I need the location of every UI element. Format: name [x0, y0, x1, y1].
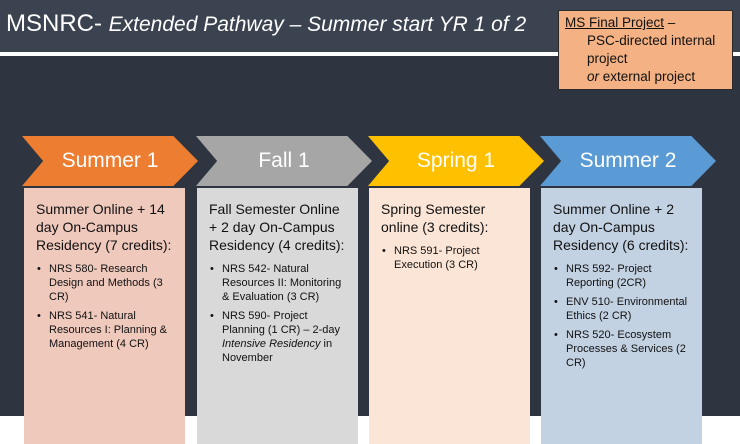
term-panel-summer-2: Summer Online + 2 day On-Campus Residenc…: [541, 188, 702, 444]
term-heading: Spring Semester online (3 credits):: [381, 201, 489, 235]
term-panel-spring-1: Spring Semester online (3 credits): NRS …: [369, 188, 530, 444]
term-label: Summer 2: [579, 149, 677, 172]
slide-title: MSNRC- Extended Pathway – Summer start Y…: [6, 10, 526, 38]
course-item: NRS 542- Natural Resources II: Monitorin…: [210, 262, 348, 304]
slide-title-sub: Extended Pathway – Summer start YR 1 of …: [108, 13, 527, 36]
final-project-box: MS Final Project – PSC-directed internal…: [558, 10, 733, 90]
final-project-line: or external project: [565, 68, 732, 86]
course-list: NRS 542- Natural Resources II: Monitorin…: [209, 262, 348, 365]
course-text-after: in November: [222, 338, 333, 364]
diagram-area: Summer 1 Summer Online + 14 day On-Campu…: [0, 56, 740, 444]
final-project-title-suffix: –: [664, 15, 676, 30]
course-item: NRS 590- Project Planning (1 CR) – 2-day…: [210, 309, 348, 365]
term-arrow-summer-2: Summer 2: [540, 136, 716, 186]
term-panel-fall-1: Fall Semester Online + 2 day On-Campus R…: [197, 188, 358, 444]
final-project-line: project: [587, 51, 628, 66]
course-item: ENV 510- Environmental Ethics (2 CR): [554, 295, 692, 323]
term-arrow-fall-1: Fall 1: [196, 136, 372, 186]
term-arrow-summer-1: Summer 1: [22, 136, 198, 186]
final-project-line: PSC-directed internal: [587, 33, 716, 48]
course-item: NRS 580- Research Design and Methods (3 …: [37, 262, 175, 304]
term-label: Spring 1: [416, 149, 496, 172]
final-project-line-rest: external project: [599, 69, 696, 84]
final-project-title: MS Final Project: [565, 15, 665, 30]
final-project-or: or: [587, 69, 600, 84]
term-label: Summer 1: [61, 149, 159, 172]
course-item: NRS 591- Project Execution (3 CR): [382, 244, 520, 272]
course-emphasis: Intensive Residency: [222, 338, 321, 350]
course-list: NRS 592- Project Reporting (2CR) ENV 510…: [553, 262, 692, 370]
course-list: NRS 580- Research Design and Methods (3 …: [36, 262, 175, 351]
final-project-title-line: MS Final Project –: [565, 14, 732, 32]
term-label: Fall 1: [258, 149, 310, 172]
course-item: NRS 520- Ecosystem Processes & Services …: [554, 328, 692, 370]
term-heading: Fall Semester Online + 2 day On-Campus R…: [209, 201, 345, 253]
course-text: NRS 590- Project Planning (1 CR) – 2-day: [222, 310, 341, 336]
term-panel-summer-1: Summer Online + 14 day On-Campus Residen…: [24, 188, 185, 444]
term-arrow-spring-1: Spring 1: [368, 136, 544, 186]
course-item: NRS 592- Project Reporting (2CR): [554, 262, 692, 290]
slide-title-main: MSNRC-: [6, 10, 109, 37]
course-item: NRS 541- Natural Resources I: Planning &…: [37, 309, 175, 351]
term-heading: Summer Online + 14 day On-Campus Residen…: [36, 201, 172, 253]
course-list: NRS 591- Project Execution (3 CR): [381, 244, 520, 272]
term-heading: Summer Online + 2 day On-Campus Residenc…: [553, 201, 689, 253]
